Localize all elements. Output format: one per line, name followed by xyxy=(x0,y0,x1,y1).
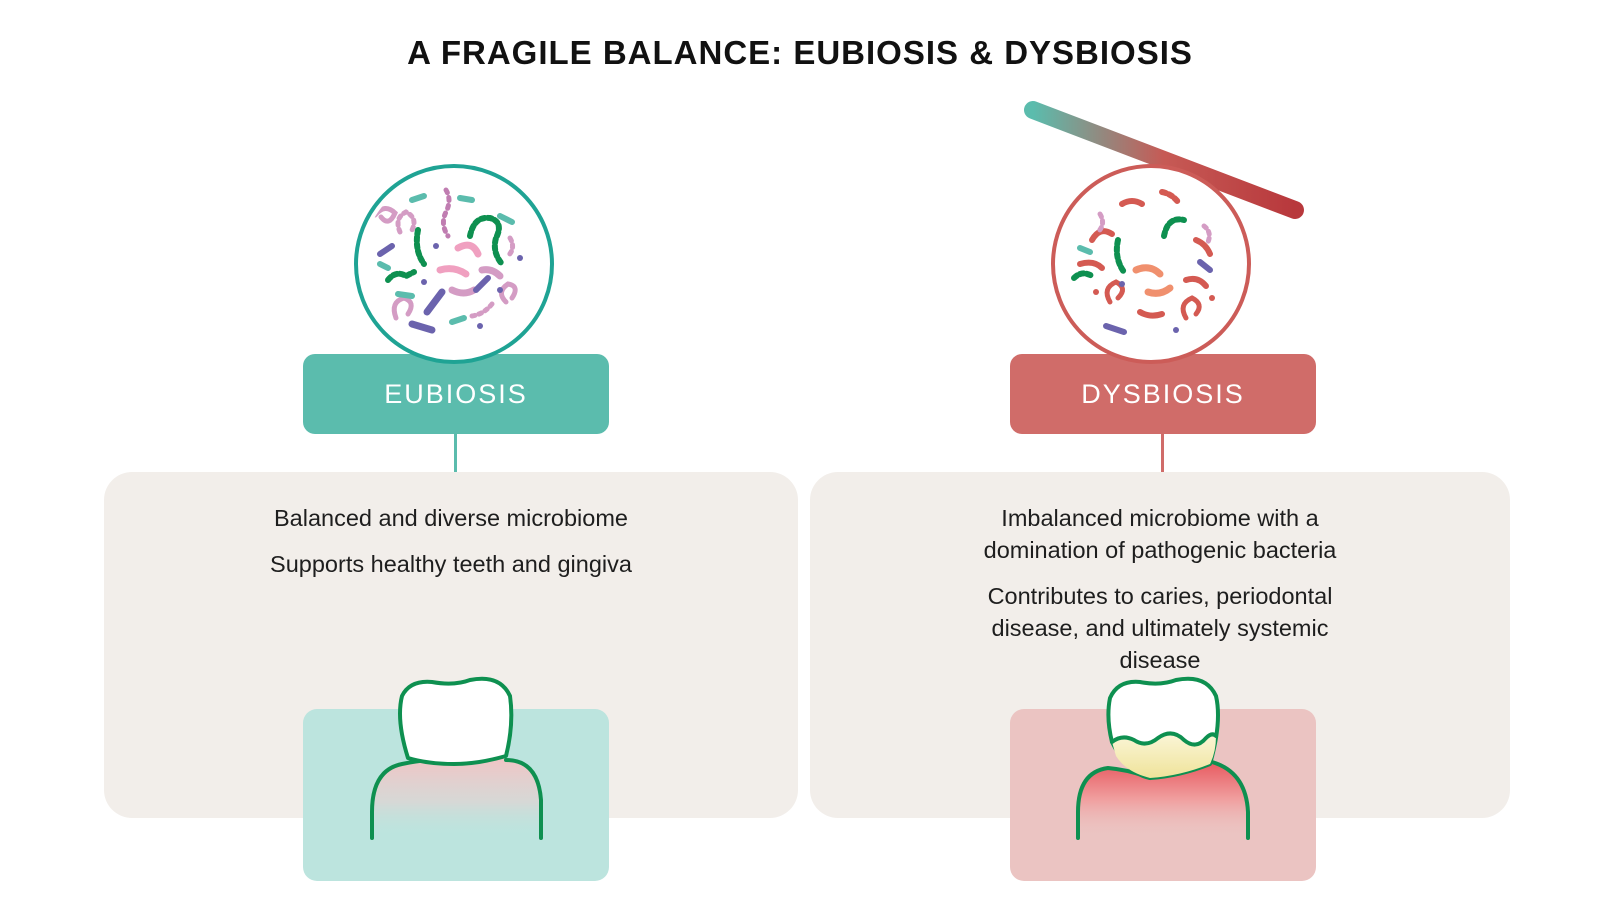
page-title: A FRAGILE BALANCE: EUBIOSIS & DYSBIOSIS xyxy=(407,34,1193,71)
tilted-scale-bar-icon xyxy=(1024,101,1304,219)
eubiosis-microbiome-icon xyxy=(354,164,554,364)
healthy-tooth-icon xyxy=(370,676,543,840)
eubiosis-label: EUBIOSIS xyxy=(303,354,609,434)
dysbiosis-connector xyxy=(1161,434,1164,472)
dysbiosis-microbiome-icon xyxy=(1051,164,1251,364)
eubiosis-description-line-1: Balanced and diverse microbiome xyxy=(274,505,628,531)
eubiosis-description-line-2: Supports healthy teeth and gingiva xyxy=(270,551,632,577)
eubiosis-connector xyxy=(454,434,457,472)
dysbiosis-description-line-1: Imbalanced microbiome with a domination … xyxy=(983,505,1337,563)
eubiosis-description-panel: Balanced and diverse microbiome Supports… xyxy=(104,472,798,818)
dysbiosis-description-line-2: Contributes to caries, periodontal disea… xyxy=(987,583,1333,673)
dysbiosis-label: DYSBIOSIS xyxy=(1010,354,1316,434)
diseased-tooth-icon xyxy=(1076,676,1250,840)
